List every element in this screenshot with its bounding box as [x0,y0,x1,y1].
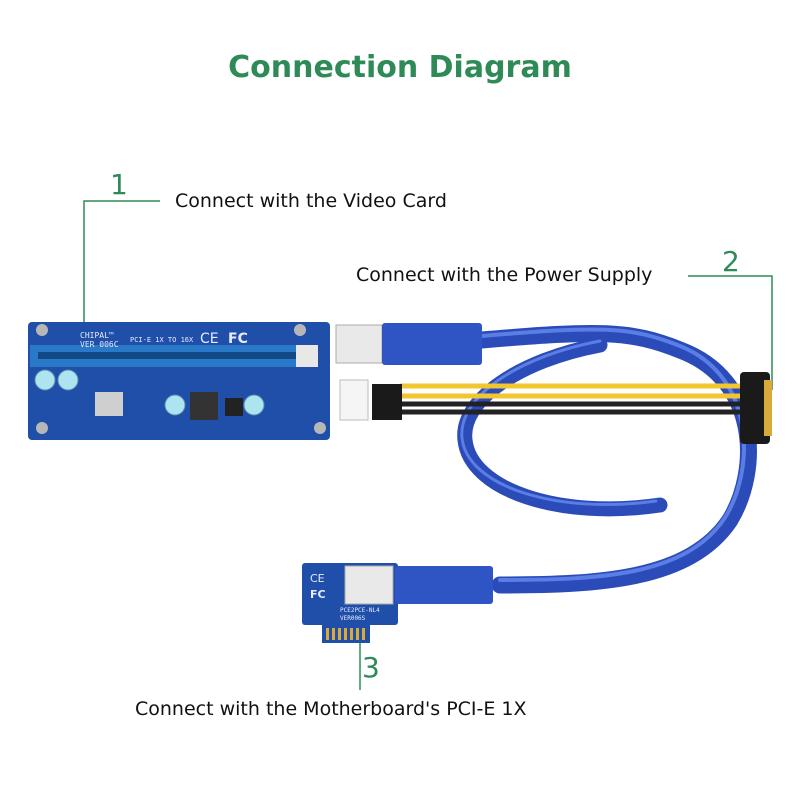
adapter-version-text: VER006S [340,615,366,622]
usb-cable-loop-highlight [460,339,658,506]
capacitor [164,394,186,416]
usb-cable [457,324,757,594]
callout-label-video-card: Connect with the Video Card [175,190,447,212]
capacitor [57,369,79,391]
mounting-holes [36,324,326,434]
six-pin-connector [372,384,402,420]
gold-finger [326,628,329,640]
inductor [190,392,218,420]
board-pcie-text: PCI-E 1X TO 16X [130,336,194,344]
adapter-usb-port [344,565,394,605]
pcie-slot-latch [296,345,318,367]
capacitor [34,369,56,391]
riser-board: CHIPAL™ VER 006C PCI-E 1X TO 16X CE FC [28,322,482,440]
callout-number-2: 2 [722,245,740,278]
callout-number-3: 3 [362,651,380,684]
adapter-usb-plug [395,566,493,604]
sata-connector-contacts [764,380,772,436]
usb-port-large [335,324,383,364]
adapter-ce-mark: CE [310,572,325,585]
usb-cable-loop [457,337,668,517]
gold-finger [338,628,341,640]
sata-connector-body [740,372,770,444]
capacitor [243,394,265,416]
gold-finger [332,628,335,640]
mounting-hole [36,324,48,336]
mounting-hole [314,422,326,434]
adapter-fc-mark: FC [310,588,326,601]
callout-label-power-supply: Connect with the Power Supply [356,264,653,286]
usb-plug-large [382,323,482,365]
power-wires [400,383,740,415]
gold-fingers [326,628,365,640]
board-brand-text: CHIPAL™ [80,331,114,340]
callout-number-1: 1 [110,168,128,201]
sata-power-connector [740,372,772,444]
leader-line-1 [83,200,160,350]
board-model-text: VER 006C [80,340,119,349]
pcie-slot-groove [38,352,308,359]
leader-line-2 [688,275,773,390]
pcie-1x-adapter: CE FC PCE2PCE-NL4 VER006S [302,563,493,643]
gold-finger [344,628,347,640]
capacitors [34,369,265,416]
gold-finger [362,628,365,640]
chip [225,398,243,416]
callout-lines [83,200,773,690]
board-ce-mark: CE [200,331,219,347]
callout-label-motherboard: Connect with the Motherboard's PCI-E 1X [135,698,527,720]
molex-connector [339,379,369,421]
voltage-regulator [95,392,123,416]
board-fc-mark: FC [228,331,248,347]
gold-finger [350,628,353,640]
mounting-hole [36,422,48,434]
mounting-hole [294,324,306,336]
adapter-model-text: PCE2PCE-NL4 [340,607,380,614]
gold-finger [356,628,359,640]
diagram-title: Connection Diagram [228,50,572,85]
